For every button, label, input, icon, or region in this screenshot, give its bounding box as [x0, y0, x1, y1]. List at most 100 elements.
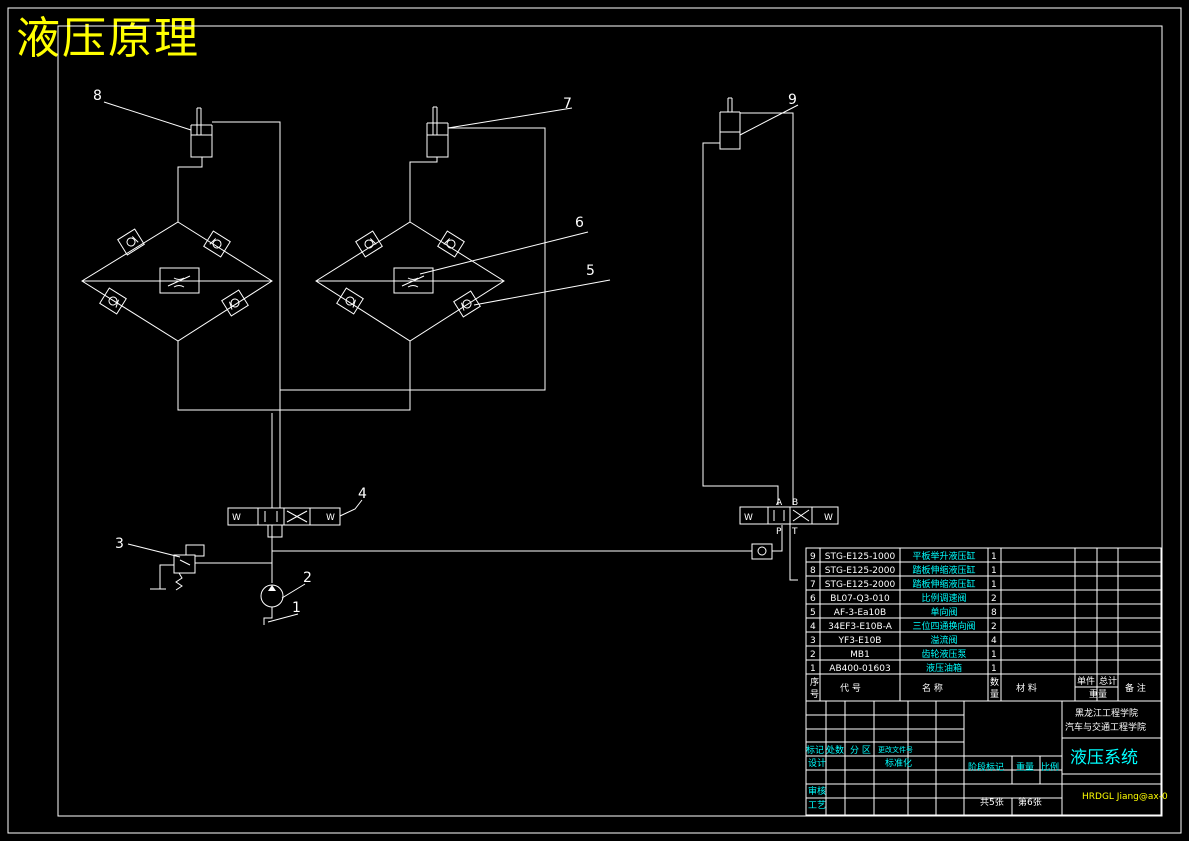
dept-name: 汽车与交通工程学院 — [1065, 721, 1146, 733]
left-bridge-circuit — [81, 121, 411, 413]
svg-text:W: W — [744, 513, 753, 523]
middle-throttle-valve-6 — [393, 267, 434, 294]
cylinder-9 — [702, 97, 794, 505]
svg-text:W: W — [326, 513, 335, 523]
check-valve-left-d — [221, 289, 249, 317]
parts-row-name: 三位四通换向阀 — [912, 620, 975, 632]
svg-text:B: B — [792, 498, 798, 508]
parts-row-no: 5 — [810, 608, 816, 618]
check-valve-left-b — [203, 230, 231, 258]
parts-row-code: AF-3-Ea10B — [834, 608, 886, 618]
callout-7: 7 — [563, 96, 572, 112]
svg-text:备 注: 备 注 — [1125, 682, 1146, 694]
leader-8 — [103, 101, 192, 131]
parts-row-code: MB1 — [850, 650, 870, 660]
svg-text:重量: 重量 — [1089, 688, 1107, 700]
check-valve-mid-b — [437, 230, 465, 258]
leader-5 — [473, 279, 611, 306]
svg-text:P: P — [776, 527, 782, 537]
parts-row-qty: 2 — [991, 622, 997, 632]
leader-3 — [127, 543, 181, 558]
parts-row-no: 2 — [810, 650, 816, 660]
svg-text:W: W — [824, 513, 833, 523]
parts-row-name: 液压油箱 — [926, 662, 962, 674]
svg-text:A: A — [776, 498, 783, 508]
cylinder-7 — [426, 106, 449, 158]
leader-9 — [739, 104, 799, 136]
leader-6 — [419, 231, 589, 275]
parts-row-qty: 1 — [991, 650, 997, 660]
parts-row-no: 1 — [810, 664, 816, 674]
parts-row-qty: 2 — [991, 594, 997, 604]
parts-row-code: 34EF3-E10B-A — [828, 622, 893, 632]
gear-pump-2 — [260, 584, 284, 625]
check-valve-left-c — [99, 287, 127, 315]
parts-row-no: 3 — [810, 636, 816, 646]
parts-row-code: AB400-01603 — [829, 664, 890, 674]
callout-6: 6 — [575, 215, 584, 231]
svg-text:标准化: 标准化 — [885, 757, 912, 769]
check-valve-mid-d — [453, 290, 481, 318]
callout-1: 1 — [292, 600, 301, 616]
relief-valve-3 — [150, 544, 272, 591]
svg-text:第6张: 第6张 — [1018, 796, 1042, 808]
check-valve-right-line — [751, 543, 773, 560]
svg-text:处数: 处数 — [826, 744, 844, 756]
pressure-line-up — [772, 525, 783, 552]
parts-row-code: STG-E125-2000 — [825, 566, 896, 576]
parts-row-qty: 1 — [991, 664, 997, 674]
drawing-code: HRDGL Jiang@ax-0 — [1082, 792, 1168, 802]
svg-text:名 称: 名 称 — [922, 682, 943, 694]
parts-row-code: YF3-E10B — [838, 636, 882, 646]
callout-5: 5 — [586, 263, 595, 279]
school-name: 黑龙江工程学院 — [1075, 707, 1138, 719]
parts-row-no: 6 — [810, 594, 816, 604]
callout-8: 8 — [93, 88, 102, 104]
leader-7 — [447, 107, 573, 129]
parts-table-header: 序 号 代 号 名 称 数 量 材 料 单件 总计 重量 备 注 — [810, 675, 1146, 700]
check-valve-mid-c — [336, 287, 364, 315]
parts-row-no: 7 — [810, 580, 816, 590]
svg-text:号: 号 — [810, 689, 819, 700]
callout-4: 4 — [358, 486, 367, 502]
parts-row-name: 比例调速阀 — [921, 592, 966, 604]
callout-9: 9 — [788, 92, 797, 108]
cylinder-8 — [190, 107, 213, 158]
parts-row-no: 9 — [810, 552, 816, 562]
svg-text:材 料: 材 料 — [1016, 682, 1037, 694]
callout-2: 2 — [303, 570, 312, 586]
svg-text:工艺: 工艺 — [808, 800, 826, 811]
svg-text:分 区: 分 区 — [850, 745, 871, 756]
parts-row-name: 踏板伸缩液压缸 — [912, 564, 975, 576]
middle-bridge-circuit — [280, 127, 546, 391]
svg-text:阶段标记: 阶段标记 — [968, 761, 1004, 773]
svg-text:T: T — [791, 527, 798, 537]
directional-valve-right: W W A B P T — [739, 498, 839, 581]
svg-text:比例: 比例 — [1041, 761, 1059, 773]
parts-row-name: 单向阀 — [930, 606, 957, 618]
drawing-title: 液压系统 — [1070, 748, 1138, 768]
parts-row-code: STG-E125-2000 — [825, 580, 896, 590]
svg-text:标记: 标记 — [806, 744, 824, 756]
svg-text:量: 量 — [990, 689, 999, 700]
parts-row-code: STG-E125-1000 — [825, 552, 896, 562]
page-title: 液压原理 — [16, 13, 200, 64]
parts-row-name: 踏板伸缩液压缸 — [912, 578, 975, 590]
outer-frame — [7, 7, 1182, 834]
leader-1 — [267, 613, 299, 623]
title-block: 黑龙江工程学院 汽车与交通工程学院 液压系统 HRDGL Jiang@ax-0 … — [805, 700, 1168, 816]
svg-text:单件: 单件 — [1077, 675, 1095, 687]
leader-2 — [281, 583, 306, 599]
directional-valve-4: W W — [227, 413, 363, 583]
callout-3: 3 — [115, 536, 124, 552]
parts-row-no: 8 — [810, 566, 816, 576]
svg-text:重量: 重量 — [1016, 761, 1034, 773]
check-valve-left-a — [117, 228, 145, 256]
parts-row-qty: 4 — [991, 636, 997, 646]
svg-text:序: 序 — [810, 676, 819, 688]
parts-row-qty: 1 — [991, 580, 997, 590]
parts-row-qty: 1 — [991, 566, 997, 576]
